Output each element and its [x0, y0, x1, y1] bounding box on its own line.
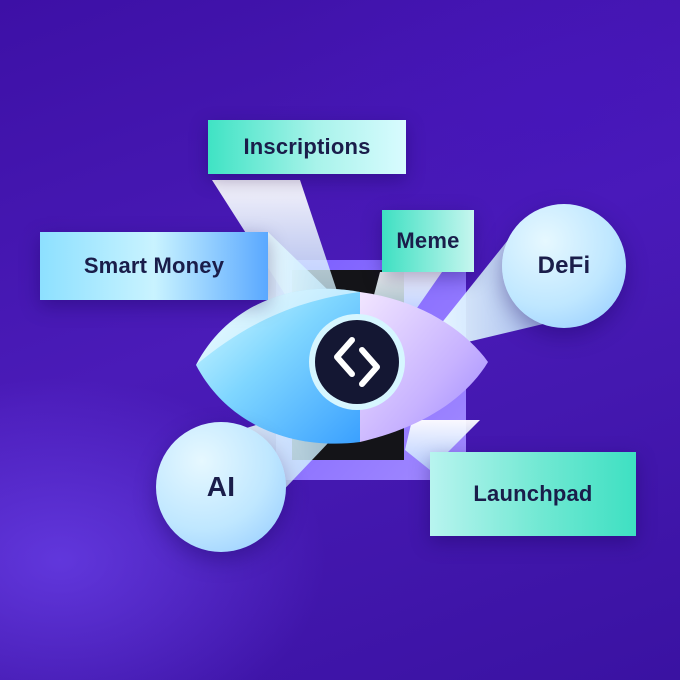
tag-smart-money-label: Smart Money [83, 253, 225, 278]
tag-defi-label: DeFi [537, 252, 591, 279]
tag-inscriptions-label: Inscriptions [243, 134, 371, 159]
tag-meme-label: Meme [396, 228, 460, 253]
tag-ai: AI [156, 422, 286, 552]
swap-arrows-logo-icon [334, 337, 380, 387]
beam-launchpad [405, 420, 480, 470]
tag-launchpad-label: Launchpad [473, 481, 593, 506]
tag-ai-label: AI [206, 471, 236, 502]
eye-highlight [196, 288, 360, 365]
tag-smart-money: Smart Money [40, 232, 268, 300]
tag-launchpad: Launchpad [430, 452, 636, 536]
tag-defi: DeFi [502, 204, 626, 328]
tag-inscriptions: Inscriptions [208, 120, 406, 174]
pupil-inner [315, 320, 399, 404]
tag-meme: Meme [382, 210, 474, 272]
